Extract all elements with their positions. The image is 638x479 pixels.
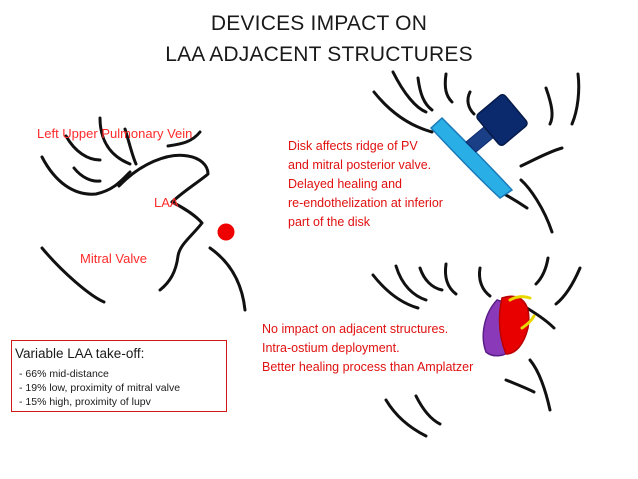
- note-line: Disk affects ridge of PV: [288, 139, 418, 153]
- lupv-label: Left Upper Pulmonary Vein: [37, 126, 193, 141]
- laa-takeoff-box: Variable LAA take-off: - 66% mid-distanc…: [11, 340, 227, 412]
- laa-label: LAA: [154, 195, 179, 210]
- watchman-anchor-hook: [520, 314, 536, 330]
- note-line: re-endothelization at inferior: [288, 196, 443, 210]
- note-line: No impact on adjacent structures.: [262, 322, 449, 336]
- laa-marker-dot: [217, 223, 235, 241]
- note-line: part of the disk: [288, 215, 370, 229]
- takeoff-title: Variable LAA take-off:: [15, 346, 145, 361]
- note-line: Intra-ostium deployment.: [262, 341, 400, 355]
- watchman-anchor-hook: [508, 295, 532, 302]
- slide-title-line1: DEVICES IMPACT ON: [210, 12, 428, 35]
- takeoff-item: - 19% low, proximity of mitral valve: [19, 382, 181, 394]
- note-line: and mitral posterior valve.: [288, 158, 432, 172]
- watchman-note: No impact on adjacent structures. Intra-…: [262, 320, 473, 377]
- amplatzer-note: Disk affects ridge of PV and mitral post…: [288, 137, 443, 232]
- watchman-body: [498, 295, 530, 355]
- slide-title-line2: LAA ADJACENT STRUCTURES: [165, 43, 473, 66]
- amplatzer-disk: [429, 116, 514, 199]
- takeoff-list: - 66% mid-distance - 19% low, proximity …: [19, 367, 180, 409]
- takeoff-item: - 15% high, proximity of lupv: [19, 396, 151, 408]
- amplatzer-lobe: [476, 93, 528, 147]
- takeoff-item: - 66% mid-distance: [19, 368, 109, 380]
- mitral-valve-label: Mitral Valve: [80, 251, 147, 266]
- laa-anatomy-outline: [40, 116, 247, 312]
- note-line: Better healing process than Amplatzer: [262, 360, 474, 374]
- note-line: Delayed healing and: [288, 177, 402, 191]
- amplatzer-anatomy-outline: [372, 70, 581, 234]
